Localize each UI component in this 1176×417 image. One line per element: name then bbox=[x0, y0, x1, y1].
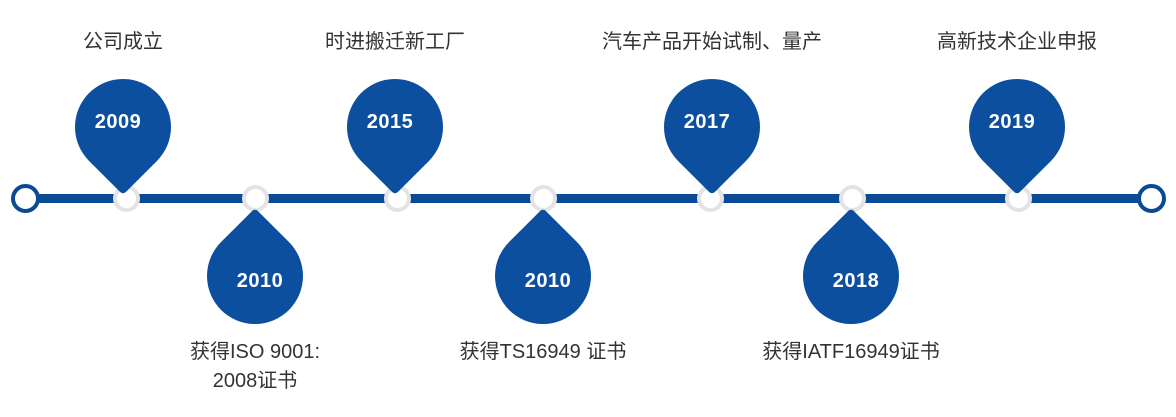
timeline-pin-year: 2017 bbox=[683, 110, 731, 133]
timeline-pin-year: 2015 bbox=[366, 110, 414, 133]
timeline-pin-2009-0[interactable]: 2009 bbox=[55, 59, 191, 195]
timeline-pin-2015-2[interactable]: 2015 bbox=[327, 59, 463, 195]
timeline-caption-2019-6: 高新技术企业申报 bbox=[937, 31, 1097, 53]
timeline-caption-2010-3: 获得TS16949 证书 bbox=[459, 341, 627, 363]
timeline-caption-2018-5: 获得IATF16949证书 bbox=[762, 341, 940, 363]
timeline-pin-2017-4[interactable]: 2017 bbox=[644, 59, 780, 195]
timeline-caption-2010-1: 获得ISO 9001: 2008证书 bbox=[189, 341, 321, 392]
timeline-caption-2009-0: 公司成立 bbox=[83, 31, 163, 53]
timeline-node-6[interactable] bbox=[838, 185, 866, 212]
timeline-node-4[interactable] bbox=[529, 185, 557, 212]
timeline-pin-year: 2010 bbox=[524, 269, 572, 292]
timeline-axis-line bbox=[25, 194, 1151, 203]
timeline-node-2[interactable] bbox=[241, 185, 269, 212]
timeline-axis-end[interactable] bbox=[1136, 184, 1166, 213]
timeline-caption-2017-4: 汽车产品开始试制、量产 bbox=[602, 31, 822, 53]
timeline-pin-year: 2010 bbox=[236, 269, 284, 292]
timeline-pin-2018-5[interactable]: 2018 bbox=[783, 208, 919, 344]
timeline-pin-year: 2009 bbox=[94, 110, 142, 133]
timeline-pin-year: 2019 bbox=[988, 110, 1036, 133]
timeline-caption-2015-2: 时进搬迁新工厂 bbox=[325, 31, 465, 53]
timeline-pin-year: 2018 bbox=[832, 269, 880, 292]
timeline-axis-start[interactable] bbox=[10, 184, 40, 213]
timeline-pin-2010-3[interactable]: 2010 bbox=[475, 208, 611, 344]
timeline-pin-2010-1[interactable]: 2010 bbox=[187, 208, 323, 344]
timeline-pin-2019-6[interactable]: 2019 bbox=[949, 59, 1085, 195]
